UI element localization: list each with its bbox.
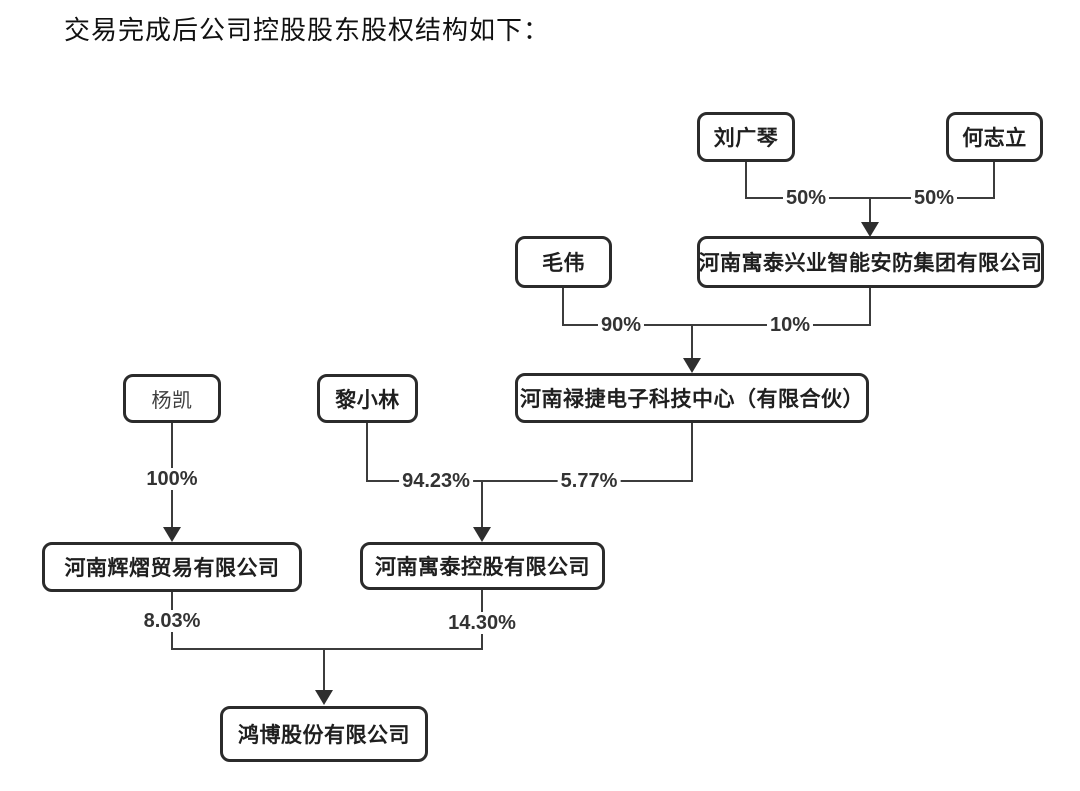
node-he-zhili: 何志立 [946,112,1043,162]
connector-tier3-horizontal [366,480,693,482]
ownership-pct-anfang-to-lujie: 10% [766,314,814,336]
node-liu-guangqin: 刘广琴 [697,112,795,162]
connector-liu-down [745,162,747,199]
arrow-into-yutai-icon [473,527,491,542]
ownership-pct-yang-to-huiyi: 100% [143,468,201,490]
arrow-into-anfang-icon [861,222,879,237]
ownership-pct-huiyi-to-hongbo: 8.03% [140,610,204,632]
connector-lujie-down [691,423,693,482]
node-huiyi-trade: 河南辉熠贸易有限公司 [42,542,302,592]
node-li-xiaolin: 黎小林 [317,374,418,423]
connector-tier2-horizontal [562,324,871,326]
connector-tier1-stem [869,197,871,224]
connector-tier2-stem [691,324,693,359]
ownership-pct-he-to-anfang: 50% [910,187,958,209]
node-yang-kai: 杨凯 [123,374,221,423]
ownership-pct-mao-to-lujie: 90% [597,314,645,336]
node-mao-wei: 毛伟 [515,236,612,288]
node-anfang-group: 河南寓泰兴业智能安防集团有限公司 [697,236,1044,288]
arrow-into-hongbo-icon [315,690,333,705]
ownership-pct-yutai-to-hongbo: 14.30% [445,612,519,634]
node-lujie-center: 河南禄捷电子科技中心（有限合伙） [515,373,869,423]
connector-tier3-stem [481,480,483,528]
ownership-pct-li-to-yutai: 94.23% [399,470,473,492]
node-hongbo-shares: 鸿博股份有限公司 [220,706,428,762]
arrow-into-lujie-icon [683,358,701,373]
connector-tier4-stem [323,648,325,691]
arrow-into-huiyi-icon [163,527,181,542]
node-yutai-holding: 河南寓泰控股有限公司 [360,542,605,590]
connector-anfang-down [869,288,871,326]
connector-tier4-horizontal [171,648,483,650]
connector-he-down [993,162,995,199]
connector-mao-down [562,288,564,326]
connector-li-down [366,423,368,482]
ownership-pct-lujie-to-yutai: 5.77% [557,470,621,492]
ownership-pct-liu-to-anfang: 50% [782,187,830,209]
page-title: 交易完成后公司控股股东股权结构如下： [64,16,551,45]
